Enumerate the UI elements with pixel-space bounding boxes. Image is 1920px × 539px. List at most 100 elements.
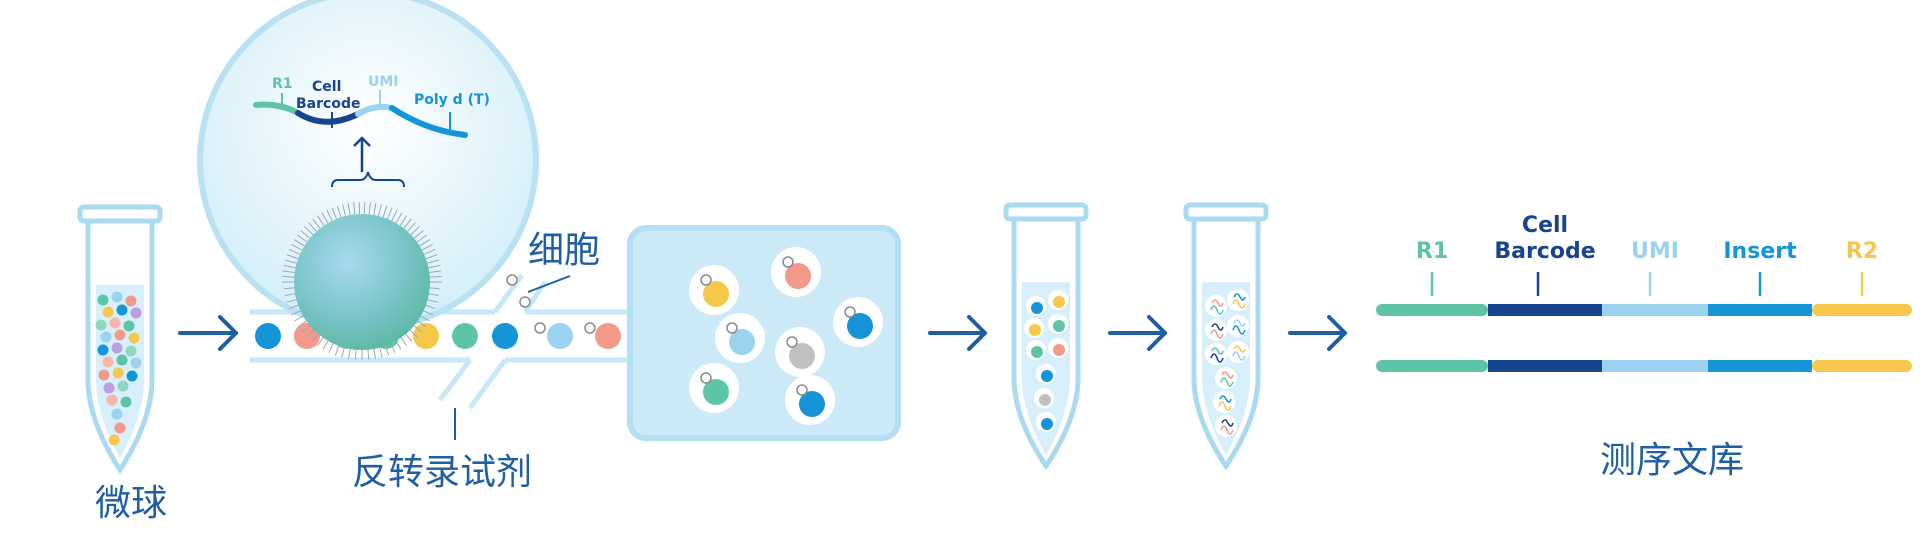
- library-label-r2: R2: [1846, 239, 1878, 264]
- bead: [595, 323, 621, 349]
- bead-particle: [95, 319, 107, 331]
- oligo-strand-mark: [301, 325, 311, 333]
- bead: [452, 323, 478, 349]
- arrow-right-icon: [928, 315, 987, 351]
- oligo-strand-mark: [410, 226, 420, 236]
- oligo-strand-mark: [284, 259, 297, 264]
- bead-particle: [100, 331, 112, 343]
- bead: [1053, 296, 1065, 308]
- oligo-strand-mark: [425, 254, 438, 260]
- oligo-strand-mark: [288, 304, 299, 310]
- droplet: [1205, 295, 1227, 317]
- bead: [1041, 370, 1053, 382]
- cdna-strand: [1218, 401, 1232, 411]
- bead-particles: [95, 291, 142, 446]
- oligo-strand-mark: [379, 347, 383, 358]
- cdna-strand: [1232, 299, 1246, 309]
- bead-particle: [128, 332, 140, 344]
- oligo-strand-mark: [416, 234, 428, 243]
- bead-particle: [98, 369, 110, 381]
- cdna-strand: [1210, 305, 1224, 315]
- library-segment-umi: [1602, 360, 1708, 372]
- cdna-strand: [1221, 371, 1234, 379]
- oligo-strand-mark: [286, 299, 297, 303]
- arrow-right-icon: [178, 315, 238, 351]
- oligo-strand-mark: [306, 329, 315, 338]
- bead: [789, 343, 815, 369]
- oligo-strand-mark: [284, 287, 295, 290]
- oligo-strand-mark: [373, 203, 377, 216]
- bead-particle: [126, 370, 138, 382]
- bead: [703, 281, 729, 307]
- tube-cdna-droplets: [1205, 289, 1249, 437]
- library-label-insert: Insert: [1723, 239, 1797, 264]
- bead: [1031, 302, 1043, 314]
- bead-particle: [111, 342, 123, 354]
- magnified-bead-view: R1 Cell Barcode UMI Poly d (T): [197, 0, 539, 360]
- oligo-strand-mark: [336, 205, 342, 218]
- cdna-strand: [1211, 323, 1224, 331]
- cdna-strand: [1221, 419, 1234, 427]
- cdna-strand: [1220, 377, 1234, 387]
- oligo-strand-mark: [417, 320, 427, 328]
- oligo-strand-mark: [312, 218, 321, 229]
- bead: [847, 313, 873, 339]
- bead: [703, 379, 729, 405]
- oligo-strand-mark: [347, 203, 351, 216]
- bead-particle: [125, 295, 137, 307]
- bead-particle: [108, 434, 120, 446]
- oligo-strand-mark: [395, 212, 403, 224]
- oligo-strand-mark: [293, 239, 305, 247]
- bead-particle: [116, 354, 128, 366]
- bead: [799, 391, 825, 417]
- bead-particle: [111, 408, 123, 420]
- library-segment-r1: [1376, 360, 1488, 372]
- oligo-strand-mark: [322, 340, 329, 350]
- droplet: [1215, 367, 1237, 389]
- library-label-r1: R1: [1416, 239, 1448, 264]
- droplet: [1215, 415, 1237, 437]
- cdna-strand: [1220, 425, 1234, 435]
- cdna-strand: [1210, 353, 1224, 363]
- cdna-strand: [1219, 395, 1232, 403]
- cdna-strand: [1211, 347, 1224, 355]
- oligo-strand-mark: [399, 215, 408, 226]
- oligo-strand-mark: [377, 204, 382, 217]
- oligo-strand-mark: [382, 205, 388, 218]
- oligo-strand-mark: [368, 202, 371, 215]
- droplet: [1205, 343, 1227, 365]
- oligo-strand-mark: [420, 315, 430, 322]
- library-segment-insert: [1708, 304, 1812, 316]
- bead-particle: [112, 367, 124, 379]
- oligo-strand-mark: [304, 226, 314, 236]
- cdna-strand: [1233, 293, 1246, 301]
- oligo-strand-mark: [384, 345, 390, 356]
- cdna-strand: [1232, 325, 1246, 335]
- library-segment-cell_barcode: [1488, 304, 1602, 316]
- oligo-strand-mark: [405, 333, 413, 343]
- library-segment-insert: [1708, 360, 1812, 372]
- bead-particle: [97, 294, 109, 306]
- oligo-strand-mark: [286, 254, 299, 260]
- oligo-strand-mark: [400, 337, 408, 347]
- oligo-strand-mark: [326, 209, 333, 222]
- oligo-strand-mark: [297, 320, 307, 328]
- oligo-strand-mark: [427, 259, 440, 264]
- library-segment-r1: [1376, 304, 1488, 316]
- bead: [1041, 418, 1053, 430]
- label-library: 测序文库: [1600, 440, 1744, 481]
- oligo-strand-mark: [413, 230, 424, 239]
- library-segment-umi: [1602, 304, 1708, 316]
- oligo-strand-mark: [429, 275, 442, 278]
- bead-particle: [109, 317, 121, 329]
- oligo-strand-mark: [285, 293, 296, 297]
- droplet: [1227, 341, 1249, 363]
- cell: [782, 256, 794, 268]
- oligo-strand-mark: [425, 304, 436, 310]
- bead-particle: [125, 345, 137, 357]
- bead-particle: [116, 304, 128, 316]
- droplet: [1205, 319, 1227, 341]
- droplet: [1227, 289, 1249, 311]
- oligo-strand-mark: [331, 207, 337, 220]
- bead-particle: [97, 344, 109, 356]
